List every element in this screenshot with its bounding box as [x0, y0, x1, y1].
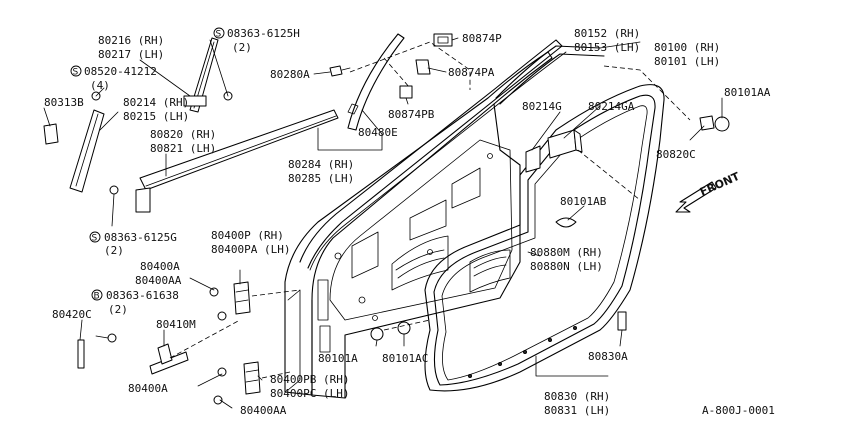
- label-80101ac: 80101AC: [382, 352, 428, 365]
- label-80216: 80216 (RH): [98, 34, 164, 47]
- label-80830: 80830 (RH): [544, 390, 610, 403]
- label-08363-6125h: 08363-6125H: [227, 27, 300, 40]
- label-80400aa-bottom: 80400AA: [240, 404, 287, 417]
- label-80821: 80821 (LH): [150, 142, 216, 155]
- front-arrow-icon: [675, 181, 717, 213]
- label-80152: 80152 (RH): [574, 27, 640, 40]
- label-80400p: 80400P (RH): [211, 229, 284, 242]
- diagram-reference-code: A-800J-0001: [702, 404, 775, 417]
- label-80400aa-top: 80400AA: [135, 274, 182, 287]
- label-qty-2c: (2): [108, 303, 128, 316]
- label-80100: 80100 (RH): [654, 41, 720, 54]
- upper-frame-parts: [43, 33, 730, 405]
- label-80820c: 80820C: [656, 148, 696, 161]
- label-80313b: 80313B: [44, 96, 84, 109]
- label-80101: 80101 (LH): [654, 55, 720, 68]
- label-qty-2a: (2): [232, 41, 252, 54]
- label-80280a: 80280A: [270, 68, 310, 81]
- part-labels: 80216 (RH) 80217 (LH) 08363-6125H (2) 08…: [44, 27, 775, 417]
- label-80400pb: 80400PB (RH): [270, 373, 349, 386]
- label-80480e: 80480E: [358, 126, 398, 139]
- label-08520-41212: 08520-41212: [84, 65, 157, 78]
- label-qty-2b: (2): [104, 244, 124, 257]
- weatherstrip-80830: [424, 84, 665, 392]
- fastener-symbols: S S S B: [70, 27, 225, 302]
- label-80831: 80831 (LH): [544, 404, 610, 417]
- label-80214ga: 80214GA: [588, 100, 635, 113]
- b-symbol: B: [94, 292, 100, 302]
- front-direction-indicator: FRONT: [675, 170, 742, 213]
- label-80153: 80153 (LH): [574, 41, 640, 54]
- label-80880m: 80880M (RH): [530, 246, 603, 259]
- label-80101aa: 80101AA: [724, 86, 771, 99]
- label-08363-6125g: 08363-6125G: [104, 231, 177, 244]
- label-80101ab: 80101AB: [560, 195, 607, 208]
- label-80874pb: 80874PB: [388, 108, 435, 121]
- label-80420c: 80420C: [52, 308, 92, 321]
- label-08363-61638: 08363-61638: [106, 289, 179, 302]
- front-label: FRONT: [698, 170, 742, 199]
- label-80400pc: 80400PC (LH): [270, 387, 349, 400]
- label-80215: 80215 (LH): [123, 110, 189, 123]
- door-shell: [284, 39, 567, 399]
- s-symbol-2: S: [73, 68, 79, 78]
- label-80820: 80820 (RH): [150, 128, 216, 141]
- label-80400a-top: 80400A: [140, 260, 180, 273]
- label-80830a: 80830A: [588, 350, 628, 363]
- label-80874p: 80874P: [462, 32, 502, 45]
- label-80400a-bottom: 80400A: [128, 382, 168, 395]
- label-80214g: 80214G: [522, 100, 562, 113]
- label-80284: 80284 (RH): [288, 158, 354, 171]
- s-symbol-3: S: [92, 234, 98, 244]
- label-qty-4: (4): [90, 79, 110, 92]
- label-80101a: 80101A: [318, 352, 358, 365]
- s-symbol-1: S: [216, 30, 222, 40]
- label-80217: 80217 (LH): [98, 48, 164, 61]
- label-80400pa: 80400PA (LH): [211, 243, 290, 256]
- label-80285: 80285 (LH): [288, 172, 354, 185]
- assembly-dashed-lines: [169, 41, 691, 379]
- label-80214: 80214 (RH): [123, 96, 189, 109]
- label-80880n: 80880N (LH): [530, 260, 603, 273]
- leader-lines: [43, 37, 723, 409]
- label-80874pa: 80874PA: [448, 66, 495, 79]
- label-80410m: 80410M: [156, 318, 196, 331]
